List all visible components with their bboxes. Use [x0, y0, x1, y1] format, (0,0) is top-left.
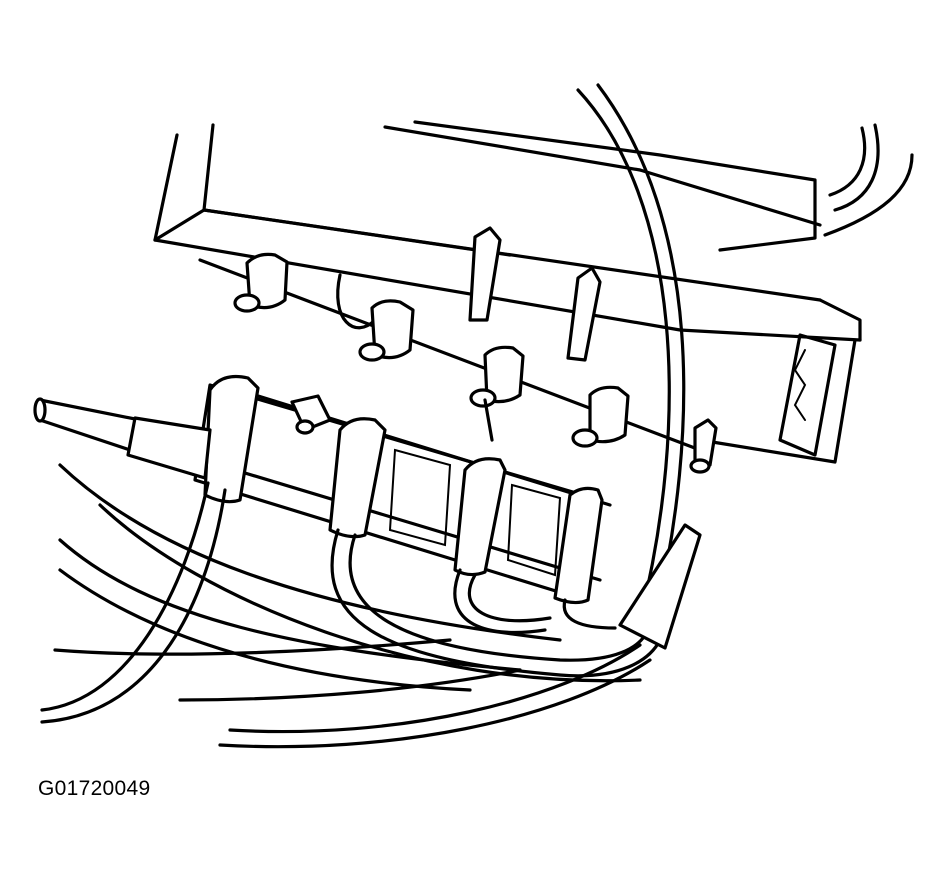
housing-harness-wires: [823, 123, 914, 237]
terminal-pins: [233, 226, 718, 474]
probe-lead: [33, 397, 227, 724]
connector-body: [193, 374, 612, 605]
harness-wires: [53, 83, 702, 749]
figure-code-label: G01720049: [38, 777, 151, 800]
